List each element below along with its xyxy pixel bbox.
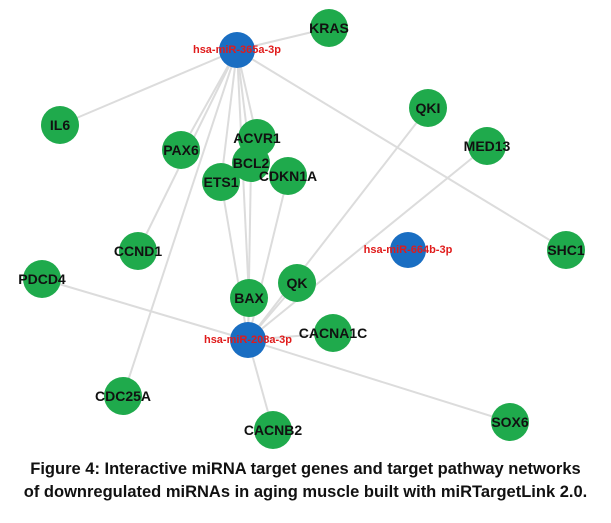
gene-node-cdc25a[interactable]: CDC25A [95, 377, 151, 415]
edge-m208-MED13 [247, 145, 488, 341]
gene-label: CACNB2 [244, 422, 303, 438]
gene-node-cdkn1a[interactable]: CDKN1A [259, 157, 317, 195]
gene-label: KRAS [309, 20, 349, 36]
gene-label: SHC1 [547, 242, 585, 258]
caption-line-1: Figure 4: Interactive miRNA target genes… [30, 460, 581, 478]
gene-label: PDCD4 [18, 271, 66, 287]
gene-node-circle[interactable] [162, 131, 200, 169]
gene-node-pdcd4[interactable]: PDCD4 [18, 260, 66, 298]
gene-node-circle[interactable] [202, 163, 240, 201]
gene-node-pax6[interactable]: PAX6 [162, 131, 200, 169]
gene-label: CDKN1A [259, 168, 317, 184]
edges-layer [41, 27, 567, 431]
gene-node-circle[interactable] [104, 377, 142, 415]
gene-node-qki[interactable]: QKI [409, 89, 447, 127]
gene-node-kras[interactable]: KRAS [309, 9, 349, 47]
gene-label: BCL2 [233, 155, 270, 171]
mirna-label: hsa-miR-365a-3p [193, 44, 281, 56]
gene-node-circle[interactable] [41, 106, 79, 144]
edge-m208-SOX6 [247, 339, 511, 423]
gene-label: IL6 [50, 117, 70, 133]
gene-node-bcl2[interactable]: BCL2 [232, 144, 270, 182]
gene-node-med13[interactable]: MED13 [464, 127, 511, 165]
mirna-node-circle[interactable] [390, 232, 426, 268]
edge-m365-PAX6 [180, 49, 238, 151]
gene-node-cacna1c[interactable]: CACNA1C [299, 314, 367, 352]
edge-m208-QKI [247, 107, 429, 341]
gene-node-circle[interactable] [230, 279, 268, 317]
edge-m365-SHC1 [236, 49, 567, 251]
gene-label: QKI [416, 100, 441, 116]
gene-label: SOX6 [491, 414, 529, 430]
gene-node-circle[interactable] [547, 231, 585, 269]
figure-caption: Figure 4: Interactive miRNA target genes… [0, 458, 611, 504]
gene-node-circle[interactable] [232, 144, 270, 182]
gene-node-circle[interactable] [314, 314, 352, 352]
gene-node-circle[interactable] [310, 9, 348, 47]
gene-node-circle[interactable] [254, 411, 292, 449]
gene-node-circle[interactable] [491, 403, 529, 441]
gene-node-circle[interactable] [23, 260, 61, 298]
mirna-node-circle[interactable] [230, 322, 266, 358]
gene-node-circle[interactable] [468, 127, 506, 165]
gene-label: QK [287, 275, 308, 291]
edge-m365-CDC25A [122, 49, 238, 397]
mirna-node-m365[interactable]: hsa-miR-365a-3p [193, 32, 281, 68]
gene-label: BAX [234, 290, 264, 306]
gene-label: CCND1 [114, 243, 162, 259]
mirna-node-circle[interactable] [219, 32, 255, 68]
gene-node-shc1[interactable]: SHC1 [547, 231, 585, 269]
gene-node-cacnb2[interactable]: CACNB2 [244, 411, 303, 449]
gene-node-qk[interactable]: QK [278, 264, 316, 302]
gene-node-circle[interactable] [119, 232, 157, 270]
edge-m365-ETS1 [220, 49, 238, 183]
mirna-node-m664[interactable]: hsa-miR-664b-3p [364, 232, 453, 268]
gene-node-circle[interactable] [278, 264, 316, 302]
mirna-label: hsa-miR-208a-3p [204, 334, 292, 346]
gene-label: ETS1 [203, 174, 238, 190]
gene-node-ets1[interactable]: ETS1 [202, 163, 240, 201]
gene-node-circle[interactable] [269, 157, 307, 195]
gene-label: PAX6 [163, 142, 199, 158]
gene-label: ACVR1 [233, 130, 281, 146]
mirna-label: hsa-miR-664b-3p [364, 244, 453, 256]
edge-m208-PDCD4 [41, 278, 249, 341]
gene-node-il6[interactable]: IL6 [41, 106, 79, 144]
caption-line-2: of downregulated miRNAs in aging muscle … [23, 483, 588, 501]
edge-m365-IL6 [59, 49, 238, 126]
gene-node-ccnd1[interactable]: CCND1 [114, 232, 162, 270]
gene-label: MED13 [464, 138, 511, 154]
gene-node-bax[interactable]: BAX [230, 279, 268, 317]
gene-node-circle[interactable] [409, 89, 447, 127]
gene-label: CDC25A [95, 388, 151, 404]
gene-node-sox6[interactable]: SOX6 [491, 403, 529, 441]
gene-label: CACNA1C [299, 325, 367, 341]
mirna-node-m208[interactable]: hsa-miR-208a-3p [204, 322, 292, 358]
